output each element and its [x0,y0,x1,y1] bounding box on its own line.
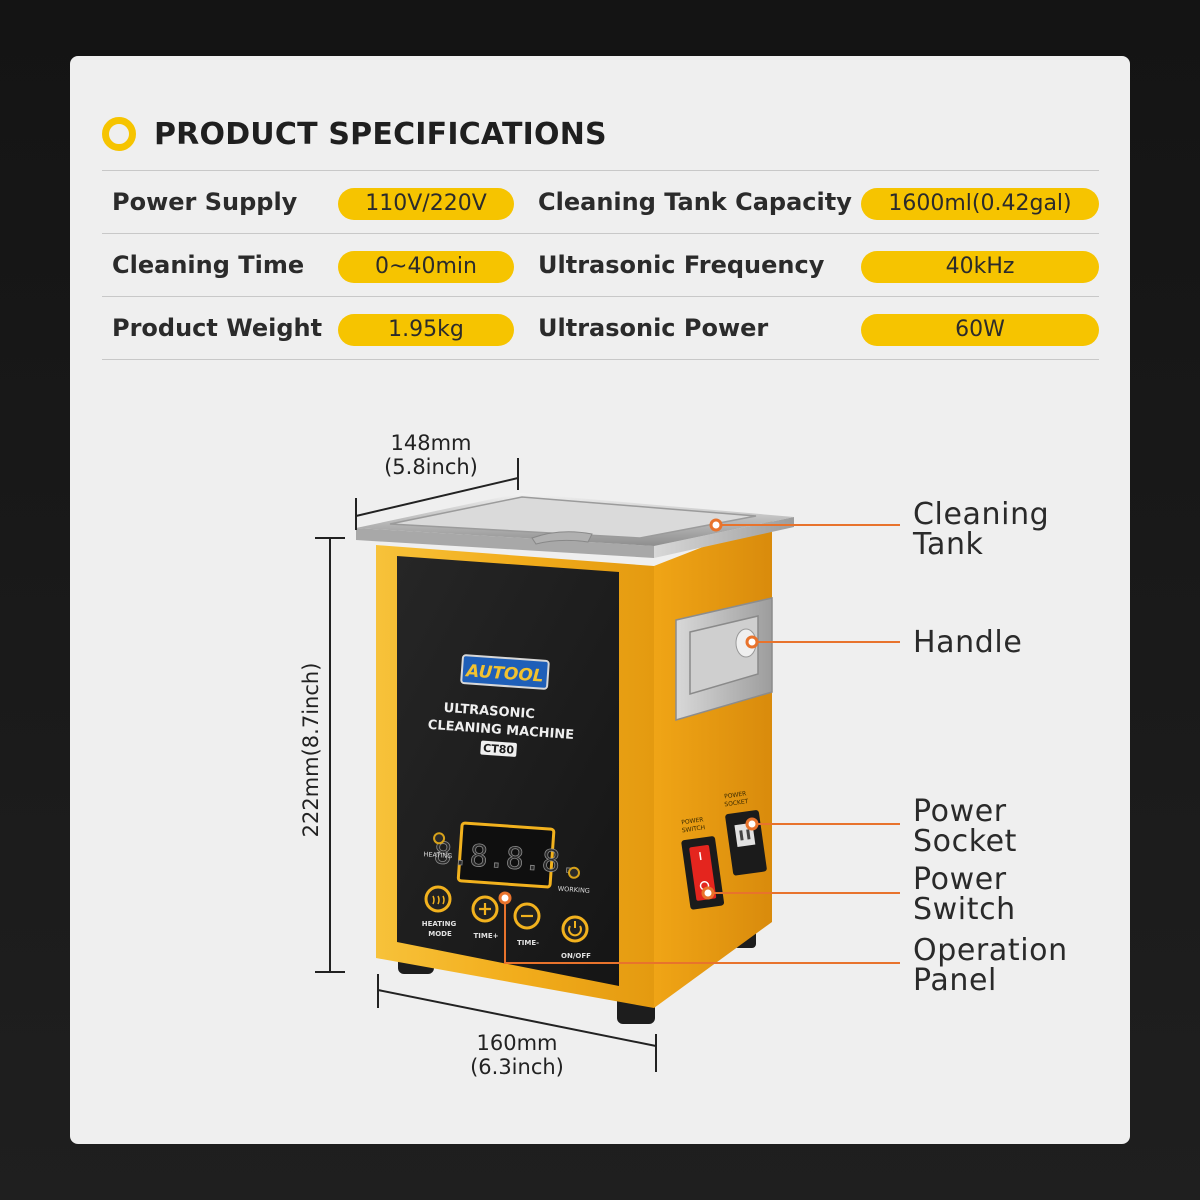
lid-front [356,528,654,558]
working-indicator-icon [567,866,580,879]
callout-dot [709,518,723,532]
callout-line-operation-panel [504,898,900,964]
switch-mark [699,851,702,861]
control-panel [397,556,619,986]
callout-operation-panel: Operation Panel [913,936,1068,996]
time-minus-label: TIME- [517,939,539,947]
spec-label: Product Weight [112,314,323,342]
time-plus-label: TIME+ [474,932,499,940]
power-switch-label: POWER [681,816,704,826]
spec-row: Cleaning Time 0~40min Ultrasonic Frequen… [102,233,1099,296]
power-icon [561,915,589,943]
spec-value: 1600ml(0.42gal) [861,188,1099,220]
device-title-line1: ULTRASONIC [443,701,535,722]
callout-line: Power [913,794,1007,829]
heating-mode-label: HEATING [422,920,457,928]
callout-dot [745,817,759,831]
heating-indicator-label: HEATING [423,850,452,860]
callout-power-socket: Power Socket [913,797,1017,857]
power-socket-label: POWER [724,790,747,800]
spec-label: Power Supply [112,188,298,216]
callout-line: Switch [913,892,1016,927]
socket-pin [746,829,751,840]
circle-bullet-icon [102,117,136,151]
callout-line: Tank [913,527,984,562]
plus-glyph [479,903,491,915]
spec-value: 60W [861,314,1099,346]
callout-line: Power [913,862,1007,897]
callout-line: Socket [913,824,1018,859]
callout-dot [498,891,512,905]
socket-pin [739,830,744,841]
spec-label: Cleaning Tank Capacity [538,188,852,216]
section-heading: PRODUCT SPECIFICATIONS [102,114,607,154]
callout-handle: Handle [913,628,1022,658]
callout-power-switch: Power Switch [913,865,1016,925]
width-inch: (5.8inch) [384,455,478,479]
heating-mode-icon [424,885,452,913]
model-text: CT80 [483,742,515,757]
callout-dot [745,635,759,649]
width-dimension-label: 148mm (5.8inch) [366,431,496,479]
width-dimension-line [355,477,519,517]
spec-label: Ultrasonic Frequency [538,251,825,279]
time-minus-button[interactable]: TIME- [513,902,541,947]
depth-dimension-line [377,989,657,1047]
heating-indicator-icon [433,832,446,845]
spec-table: Power Supply 110V/220V Cleaning Tank Cap… [102,170,1099,360]
power-glyph [568,921,582,937]
spec-value: 1.95kg [338,314,514,346]
depth-dimension-label: 160mm (6.3inch) [452,1031,582,1079]
power-switch-label: SWITCH [681,824,705,834]
spec-row: Power Supply 110V/220V Cleaning Tank Cap… [102,170,1099,233]
height-dimension-label: 222mm(8.7inch) [299,663,323,838]
callout-dot [701,886,715,900]
model-badge [480,740,517,757]
heating-mode-label: MODE [428,930,452,938]
spec-label: Ultrasonic Power [538,314,769,342]
spec-value: 0~40min [338,251,514,283]
spec-value: 110V/220V [338,188,514,220]
heading-text: PRODUCT SPECIFICATIONS [154,116,607,152]
body-side [654,520,772,1008]
callout-line: Handle [913,625,1023,660]
callout-line: Operation [913,933,1068,968]
spec-value: 40kHz [861,251,1099,283]
width-mm: 148mm [390,431,472,455]
brand-badge [460,654,550,690]
heating-mode-button[interactable]: HEATING MODE [422,885,457,938]
led-display [456,821,556,889]
on-off-button[interactable]: ON/OFF [561,915,591,960]
working-indicator-label: WORKING [557,885,590,895]
lid-handle [531,531,593,545]
spec-row: Product Weight 1.95kg Ultrasonic Power 6… [102,296,1099,360]
depth-inch: (6.3inch) [470,1055,564,1079]
power-socket-label: SOCKET [724,798,749,808]
callout-line: Panel [913,963,997,998]
on-off-label: ON/OFF [561,952,591,960]
depth-mm: 160mm [476,1031,558,1055]
lid-side [654,517,794,558]
heat-wave-icon [432,895,445,905]
spec-label: Cleaning Time [112,251,305,279]
callout-cleaning-tank: Cleaning Tank [913,500,1049,560]
time-plus-button[interactable]: TIME+ [471,895,499,940]
callout-line: Cleaning [913,497,1050,532]
